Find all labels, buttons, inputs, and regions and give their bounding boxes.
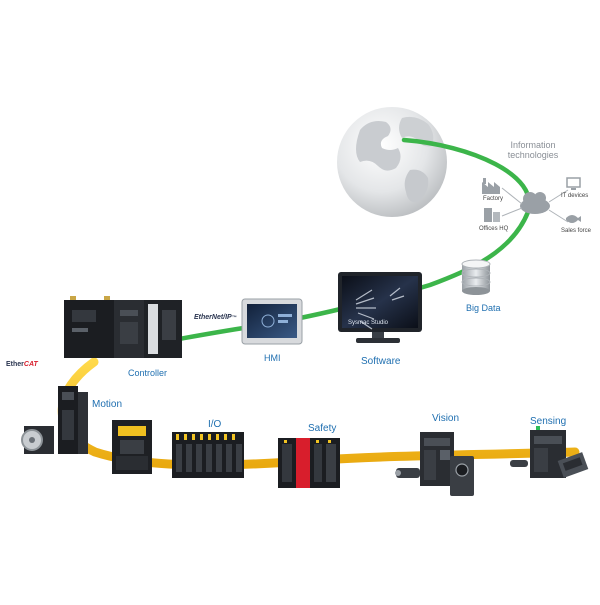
software-label: Software xyxy=(361,356,401,367)
factory-icon xyxy=(482,178,500,194)
sales-force-label: Sales force xyxy=(561,228,592,234)
safety-label: Safety xyxy=(308,423,337,434)
hmi-label: HMI xyxy=(264,353,281,363)
ethernet-ip-text: EtherNet/IP xyxy=(194,314,232,321)
motion-label: Motion xyxy=(92,399,123,410)
sensing-label: Sensing xyxy=(530,416,567,427)
software-monitor-icon xyxy=(338,272,422,343)
ethernet-cable xyxy=(147,137,532,347)
cloud-icon xyxy=(520,192,550,214)
servo-motor-icon xyxy=(21,426,54,454)
vision-controller-icon xyxy=(420,432,454,486)
big-data-label: Big Data xyxy=(466,303,501,313)
big-data-icon xyxy=(461,259,491,295)
controller-label: Controller xyxy=(128,368,168,378)
controller-icon xyxy=(64,296,182,358)
globe-icon xyxy=(337,107,447,217)
servo-drive-icon xyxy=(58,386,88,454)
vision-camera-icon xyxy=(395,456,474,496)
ethercat-logo: EtherCAT xyxy=(6,361,38,368)
sensor-head-icon xyxy=(510,452,589,478)
sensing-controller-icon xyxy=(530,426,566,478)
ethercat-cat-text: CAT xyxy=(23,361,38,368)
info-tech-line-1: Information xyxy=(510,140,556,150)
connector-lines xyxy=(501,187,569,223)
hmi-panel-icon xyxy=(241,298,303,345)
ethernet-ip-trademark: ™ xyxy=(231,315,237,321)
info-tech-line-2: technologies xyxy=(507,150,559,160)
it-devices-icon xyxy=(566,177,581,190)
vision-label: Vision xyxy=(432,413,460,424)
offices-hq-icon xyxy=(484,208,500,222)
ethernet-ip-logo: EtherNet/IP™ xyxy=(194,314,237,321)
safety-controller-icon xyxy=(278,438,340,488)
sales-force-icon xyxy=(566,215,581,223)
it-devices-label: IT devices xyxy=(561,193,589,199)
io-drive-icon xyxy=(112,420,152,474)
ethercat-ether-text: Ether xyxy=(6,361,24,368)
factory-label: Factory xyxy=(483,196,504,202)
information-technologies-label: Information technologies xyxy=(497,140,569,160)
offices-hq-label: Offices HQ xyxy=(479,226,509,232)
io-label: I/O xyxy=(208,419,222,430)
software-screen-text: Sysmac Studio xyxy=(348,320,389,326)
io-terminal-block-icon xyxy=(172,432,244,478)
